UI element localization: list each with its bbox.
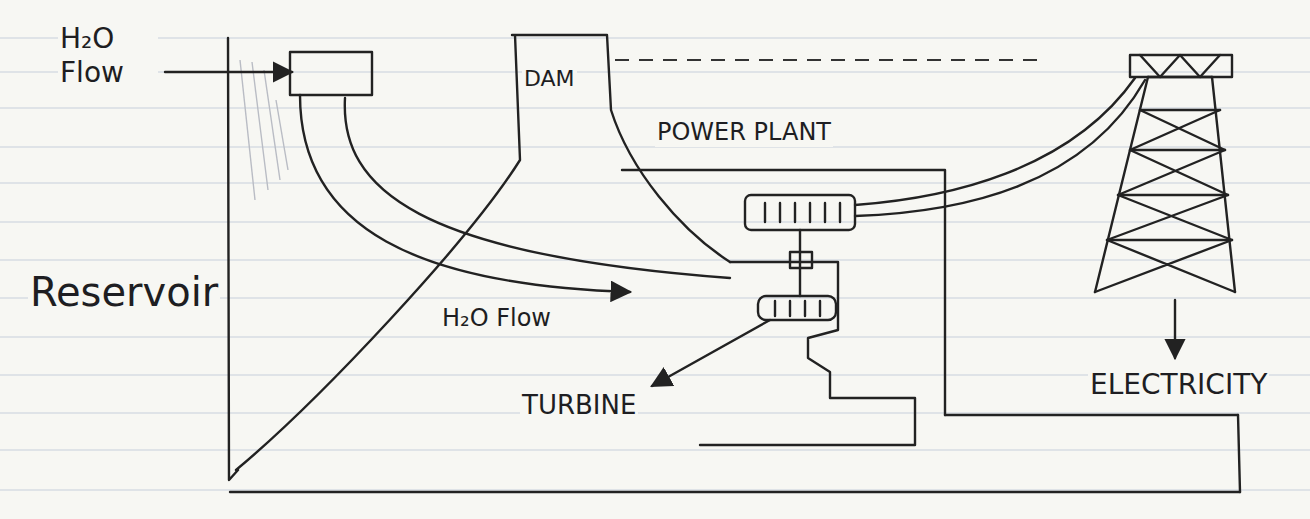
water-level-line — [615, 59, 1045, 61]
transmission-tower — [1095, 55, 1235, 292]
flow-label: H₂O Flow — [58, 22, 158, 89]
dam-shape-outline — [228, 30, 788, 500]
intake-box — [290, 52, 372, 95]
inflow-arrow — [165, 71, 292, 73]
transmission-cable — [855, 78, 1145, 216]
turbine-leader — [652, 320, 770, 386]
node-text: DAM — [522, 66, 577, 92]
turbine-symbol — [758, 296, 836, 320]
generator-symbol — [745, 195, 855, 230]
flow-label: H₂O Flow — [440, 304, 553, 333]
dam-shape: DAM — [228, 30, 788, 500]
electricity-label: ELECTRICITY — [1088, 368, 1269, 402]
notebook-lines — [0, 38, 1310, 490]
power-plant-box: POWER PLANT — [612, 108, 957, 453]
reservoir-label: Reservoir — [28, 268, 220, 316]
water-hatching — [240, 60, 288, 200]
turbine-label: TURBINE — [520, 390, 638, 421]
reservoir-outline — [228, 38, 1240, 492]
power-plant-box-outline — [612, 108, 957, 453]
node-text: POWER PLANT — [655, 118, 833, 147]
electricity-arrow — [1174, 300, 1176, 358]
penstock-flow-arrow — [300, 95, 630, 292]
